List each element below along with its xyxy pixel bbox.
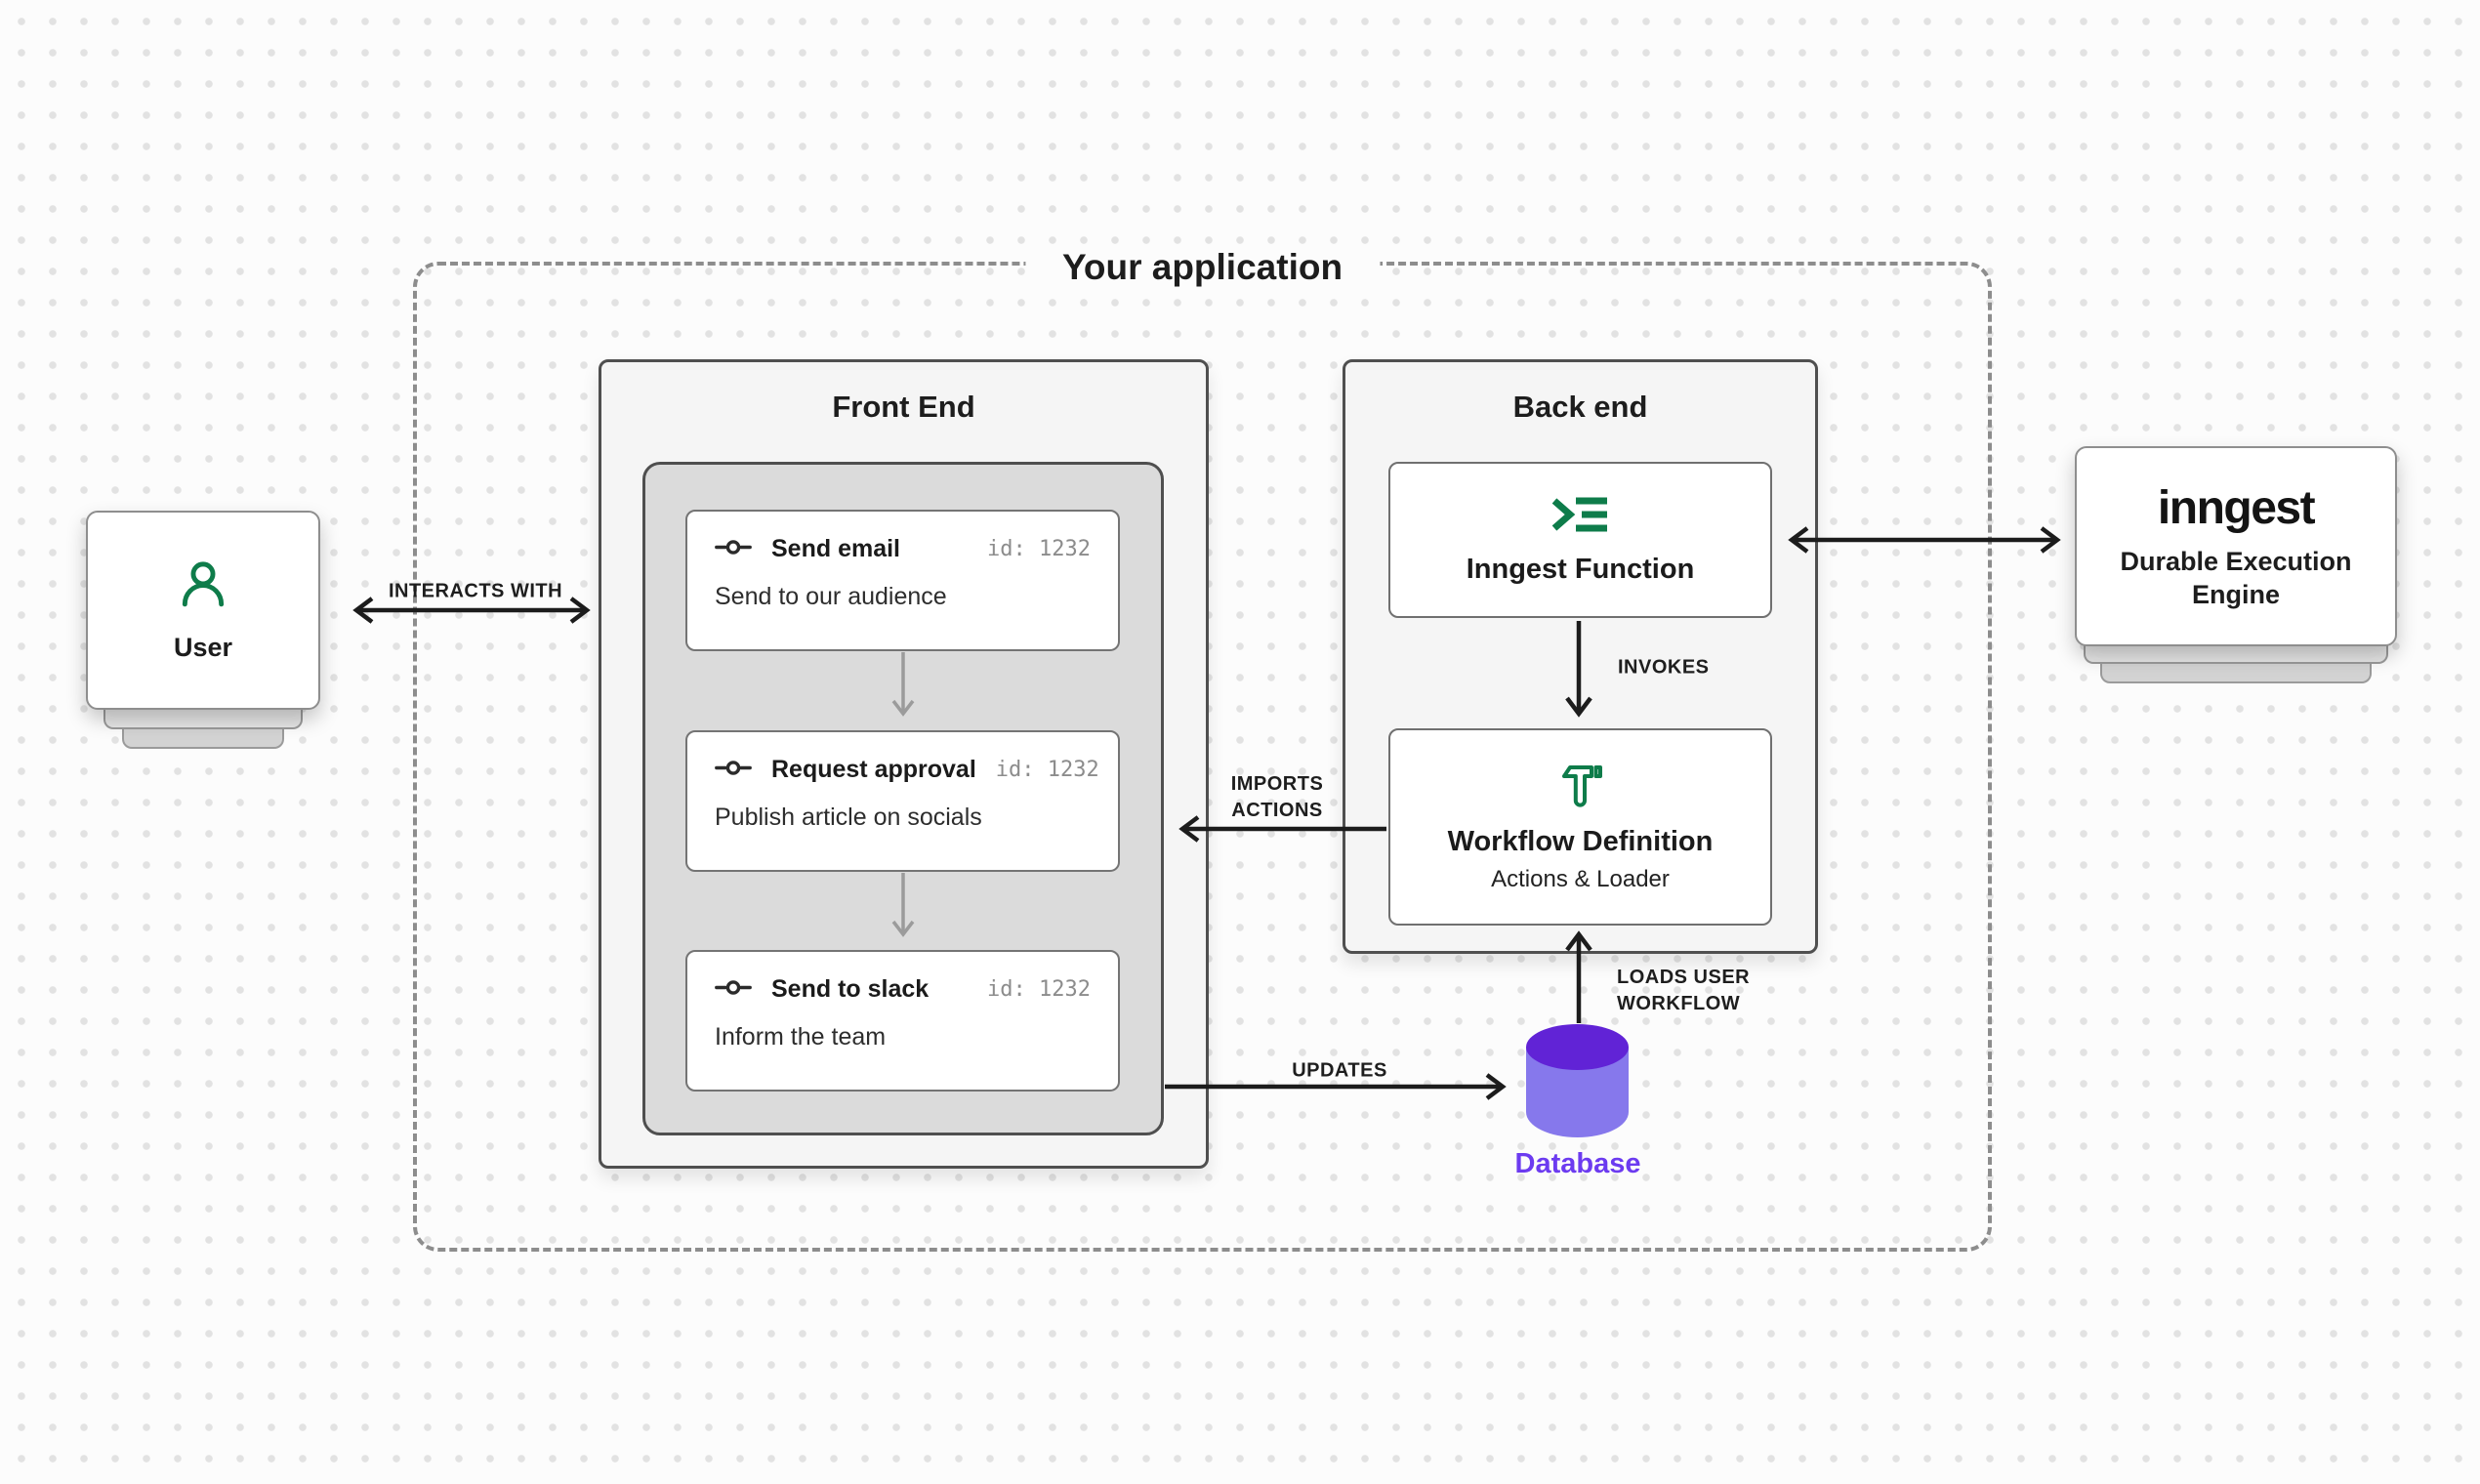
updates-label: UPDATES — [1292, 1059, 1387, 1082]
inngest-logo: inngest — [2157, 482, 2316, 534]
workflow-card-request-approval: Request approval id: 1232 Publish articl… — [685, 730, 1120, 872]
loads-user-workflow-label: LOADS USER WORKFLOW — [1617, 967, 1751, 1014]
workflow-card-send-email: Send email id: 1232 Send to our audience — [685, 510, 1120, 651]
user-stack-layer-1 — [103, 708, 303, 729]
workflow-card-description: Send to our audience — [715, 583, 947, 610]
backend-title: Back end — [1512, 390, 1648, 424]
workflow-card-description: Inform the team — [715, 1023, 887, 1051]
workflow-definition-card: Workflow Definition Actions & Loader — [1388, 728, 1772, 926]
backend-box: Back end Inngest Function Workflow Defin… — [1343, 359, 1818, 954]
workflow-card-description: Publish article on socials — [715, 804, 982, 831]
frontend-title: Front End — [832, 390, 975, 424]
inngest-engine-node: inngest Durable Execution Engine — [2075, 446, 2397, 646]
database-label: Database — [1514, 1148, 1641, 1179]
application-title: Your application — [1024, 246, 1381, 289]
application-container: Your application — [413, 246, 1992, 1252]
workflow-editor-panel: Send email id: 1232 Send to our audience… — [642, 462, 1164, 1135]
commit-icon — [715, 539, 752, 560]
workflow-card-send-to-slack: Send to slack id: 1232 Inform the team — [685, 950, 1120, 1092]
interacts-with-label: INTERACTS WITH — [388, 580, 563, 602]
user-node-label: User — [173, 633, 233, 662]
workflow-definition-title: Workflow Definition — [1447, 826, 1714, 857]
imports-actions-label: IMPORTS ACTIONS — [1230, 773, 1324, 821]
commit-icon — [715, 760, 752, 781]
workflow-card-title: Send email — [771, 535, 900, 562]
workflow-card-id: id: 1232 — [987, 537, 1091, 561]
commit-icon — [715, 979, 752, 1001]
inngest-tagline: Durable Execution Engine — [2120, 547, 2352, 609]
workflow-card-id: id: 1232 — [987, 977, 1091, 1002]
inngest-function-label: Inngest Function — [1466, 554, 1695, 585]
hammer-icon — [1557, 761, 1604, 816]
frontend-box: Front End Send email id: 1232 Send to ou… — [599, 359, 1209, 1169]
user-icon — [176, 557, 230, 617]
workflow-card-id: id: 1232 — [995, 758, 1099, 782]
workflow-card-title: Request approval — [771, 756, 976, 783]
user-stack-layer-2 — [122, 729, 284, 749]
inngest-function-card: Inngest Function — [1388, 462, 1772, 618]
user-node: User — [86, 511, 320, 710]
invokes-label: INVOKES — [1618, 656, 1710, 679]
workflow-card-title: Send to slack — [771, 975, 930, 1003]
workflow-definition-subtitle: Actions & Loader — [1491, 866, 1670, 892]
prompt-icon — [1550, 494, 1611, 540]
inngest-stack-layer-1 — [2084, 642, 2388, 664]
inngest-stack-layer-2 — [2100, 664, 2372, 683]
